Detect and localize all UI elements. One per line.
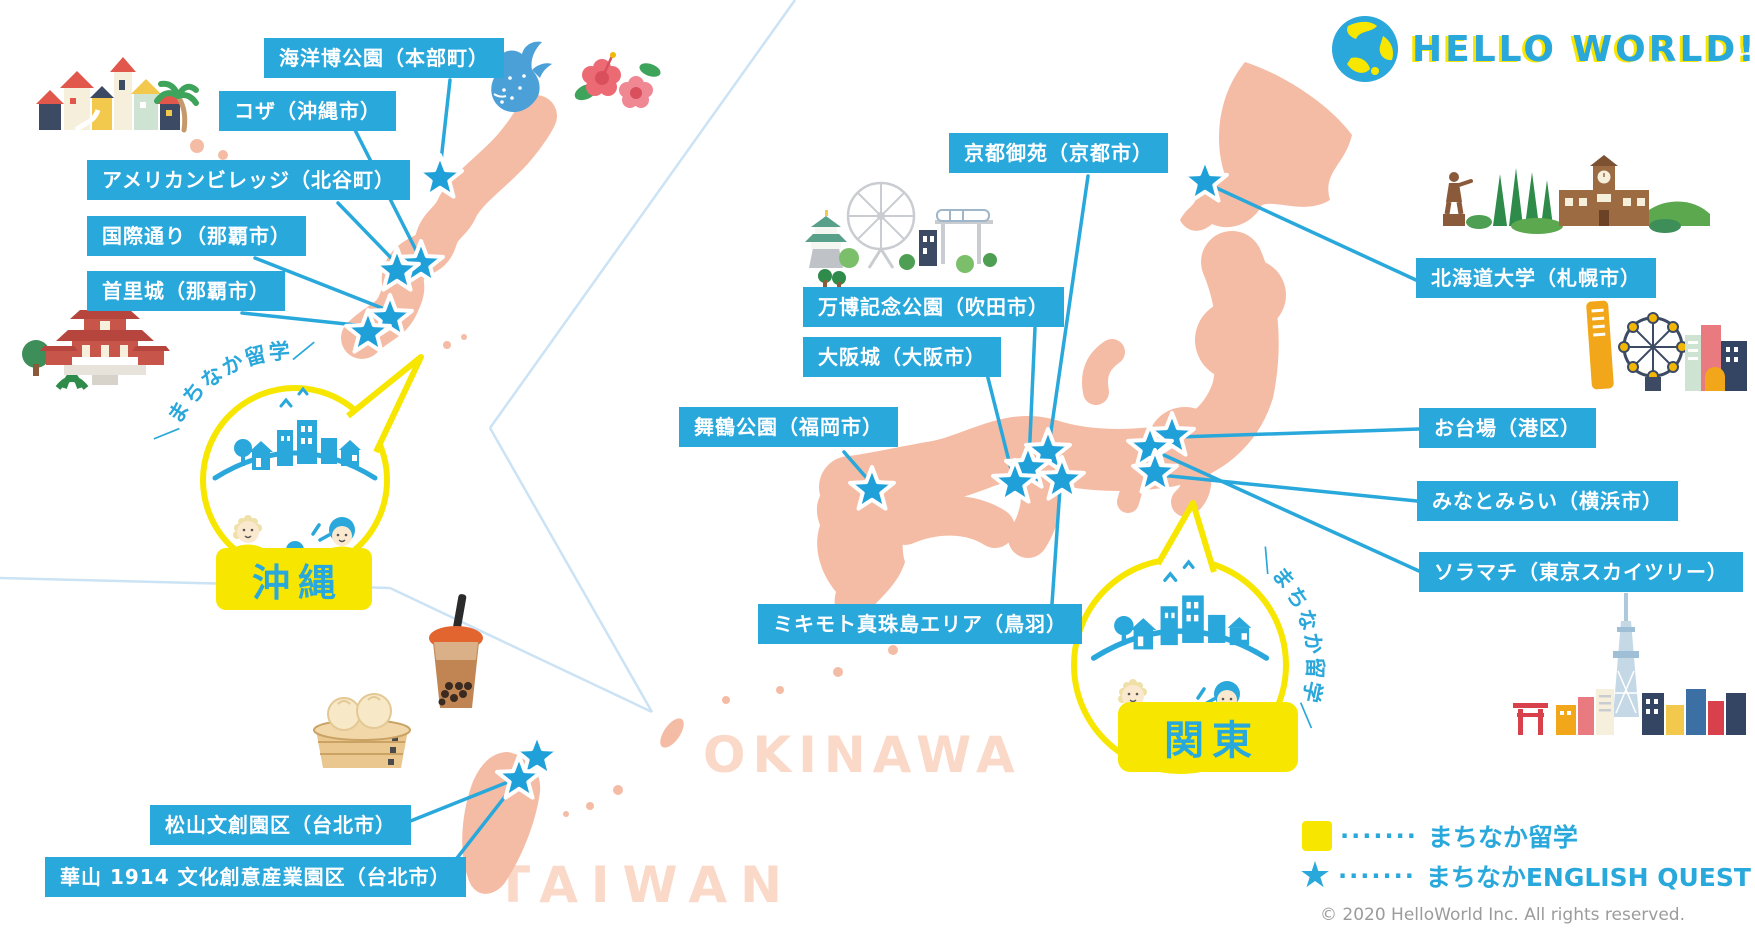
region-label-taiwan: TAIWAN [496, 856, 795, 914]
inset-wedge-lines [0, 0, 797, 714]
globe-icon [1332, 16, 1398, 82]
legend-row-machinaka-ryugaku: ······· まちなか留学 [1296, 816, 1751, 856]
legend-row-english-quest: ★ ······· まちなかENGLISH QUEST [1296, 856, 1751, 896]
label-kokusaidori: 国際通り（那覇市） [87, 216, 306, 256]
dotted-leader: ······· [1338, 862, 1416, 890]
village-icon [36, 57, 183, 132]
odaiba-group-icon [1586, 300, 1747, 391]
dotted-leader: ······· [1340, 822, 1418, 850]
bubble-tea-icon [429, 594, 483, 708]
label-huashan-1914: 華山 1914 文化創意産業園区（台北市） [45, 857, 466, 897]
label-american-village: アメリカンビレッジ（北谷町） [87, 160, 410, 200]
hello-world-logo: HELLO WORLD! [1330, 14, 1755, 84]
okinawa-area-badge: 沖縄 [216, 548, 372, 610]
label-soramachi: ソラマチ（東京スカイツリー） [1419, 552, 1743, 592]
legend-label: まちなか留学 [1427, 823, 1578, 852]
kyushu-island [816, 474, 905, 622]
hokkaido-island [1180, 62, 1352, 231]
palm-tree-icon [154, 80, 199, 133]
hibiscus-icon [574, 52, 661, 108]
okinawa-inset-island [190, 95, 557, 359]
legend: ······· まちなか留学 ★ ······· まちなかENGLISH QUE… [1296, 816, 1751, 896]
label-mikimoto-pearl: ミキモト真珠島エリア（鳥羽） [758, 604, 1082, 644]
copyright-notice: © 2020 HelloWorld Inc. All rights reserv… [1319, 905, 1685, 925]
label-banpaku-park: 万博記念公園（吹田市） [803, 287, 1064, 327]
okinawa-speech-bubble: ＼まちなか留学／ [152, 339, 424, 579]
label-koza: コザ（沖縄市） [219, 91, 396, 131]
skytree-group-icon [1513, 593, 1746, 735]
blue-star-icon: ★ [1298, 855, 1332, 896]
label-odaiba: お台場（港区） [1419, 408, 1596, 448]
hokkaido-university-group-icon [1443, 155, 1710, 234]
label-minatomirai: みなとみらい（横浜市） [1417, 481, 1678, 521]
label-maizuru-park: 舞鶴公園（福岡市） [679, 407, 898, 447]
torii-icon [1513, 703, 1548, 735]
label-hokkaido-univ: 北海道大学（札幌市） [1416, 258, 1656, 298]
label-shurijo: 首里城（那覇市） [87, 271, 285, 311]
kanto-area-badge: 関東 [1118, 702, 1298, 772]
shikoku-island [885, 495, 1015, 548]
label-songshan-park: 松山文創園区（台北市） [150, 805, 411, 845]
label-kyoto-gyoen: 京都御苑（京都市） [949, 133, 1168, 173]
dimsum-steamer-icon [313, 693, 411, 768]
shuri-castle-icon [22, 310, 170, 390]
legend-label: まちなかENGLISH QUEST [1425, 863, 1751, 892]
label-osakajo: 大阪城（大阪市） [803, 337, 1001, 377]
osaka-castle-group-icon [805, 181, 997, 292]
logo-title: HELLO WORLD! [1412, 28, 1755, 70]
label-kaiyohaku-park: 海洋博公園（本部町） [264, 38, 504, 78]
region-label-okinawa: OKINAWA [703, 726, 1022, 784]
yellow-square-icon [1302, 821, 1332, 851]
